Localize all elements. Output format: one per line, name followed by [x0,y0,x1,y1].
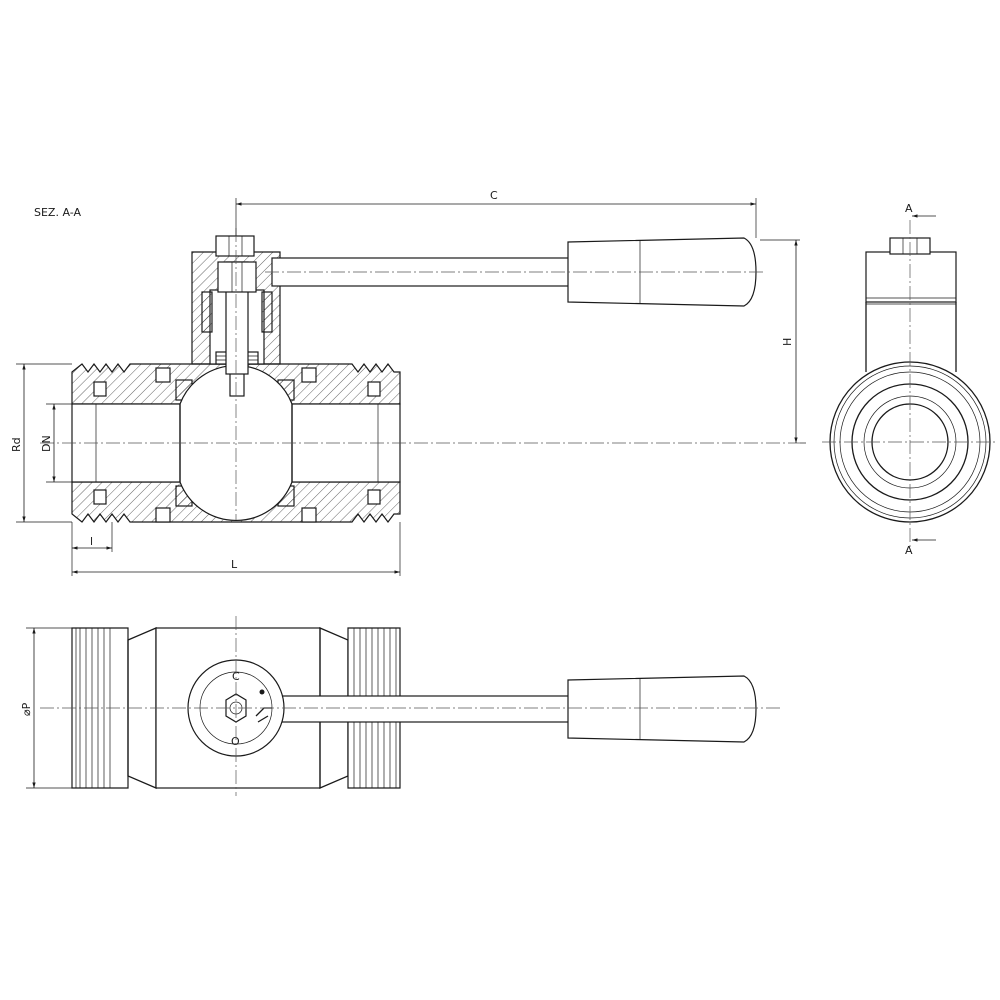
section-title: SEZ. A-A [34,206,81,219]
dim-label-dn: DN [40,435,53,452]
dim-label-c: C [490,189,498,202]
hex-nut [215,235,255,257]
dim-label-l: L [231,558,238,571]
section-mark-a-bottom: A [905,544,913,557]
section-view-a-a: SEZ. A-A [10,189,806,576]
plate-mark-closed: C [232,670,240,683]
plate-mark-open: O [231,735,240,748]
side-view: A A [822,202,998,557]
dim-label-h: H [781,338,794,346]
handle-grip-top [567,675,757,743]
dim-label-p: ⌀P [20,702,33,716]
top-view: C O ⌀P [20,616,780,796]
dim-label-l-small: l [90,535,93,548]
section-mark-a-top: A [905,202,913,215]
dim-label-rd: Rd [10,437,23,452]
